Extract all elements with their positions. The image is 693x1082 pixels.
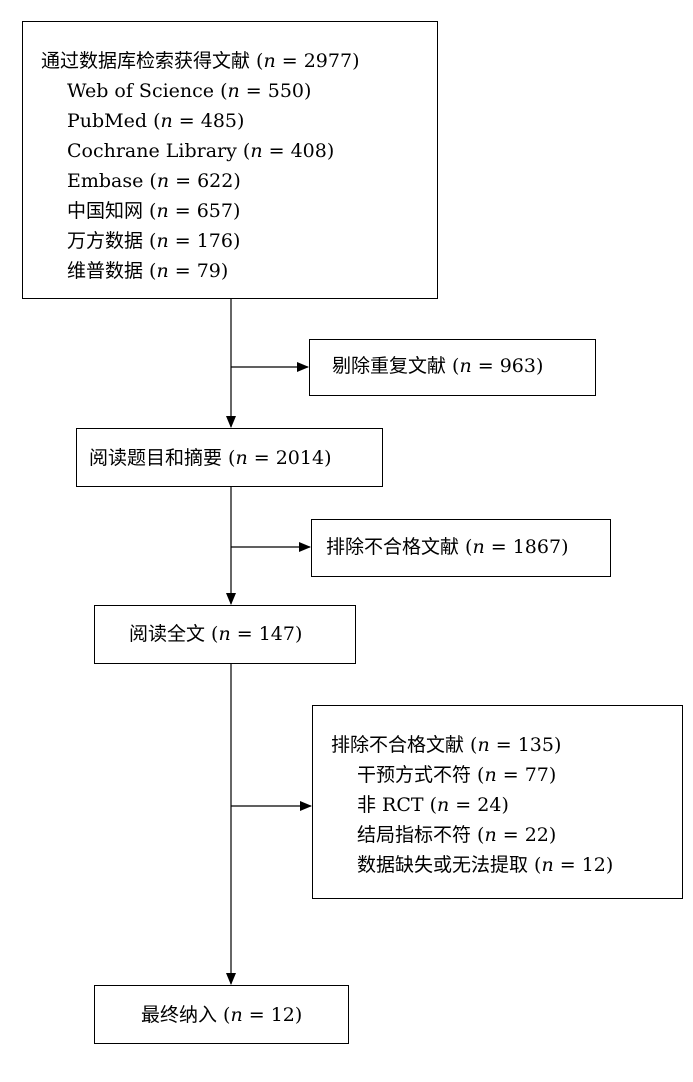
- database-item-vip: 维普数据 (n = 79): [67, 260, 229, 282]
- exclusion-reason-missing-data: 数据缺失或无法提取 (n = 12): [357, 854, 614, 876]
- database-item-cochrane: Cochrane Library (n = 408): [67, 140, 335, 162]
- database-item-cnki: 中国知网 (n = 657): [67, 200, 241, 222]
- excluded-fulltext-count: 135: [517, 734, 554, 756]
- included-label: 最终纳入: [141, 1004, 218, 1026]
- excluded-fulltext-box: 排除不合格文献 (n = 135) 干预方式不符 (n = 77) 非 RCT …: [312, 705, 683, 899]
- screening-box: 阅读题目和摘要 (n = 2014): [76, 428, 383, 487]
- excluded-screening-label: 排除不合格文献: [326, 536, 460, 558]
- included-box: 最终纳入 (n = 12): [94, 985, 349, 1044]
- duplicates-count: 963: [499, 355, 536, 377]
- exclusion-reason-non-rct: 非 RCT (n = 24): [357, 794, 509, 816]
- database-item-wanfang: 万方数据 (n = 176): [67, 230, 241, 252]
- search-title: 通过数据库检索获得文献: [41, 50, 251, 72]
- fulltext-count: 147: [258, 623, 295, 645]
- search-count: 2977: [303, 50, 353, 72]
- fulltext-box: 阅读全文 (n = 147): [94, 605, 356, 664]
- exclusion-reason-intervention: 干预方式不符 (n = 77): [357, 764, 557, 786]
- database-item-pubmed: PubMed (n = 485): [67, 110, 245, 132]
- excluded-fulltext-title-line: 排除不合格文献 (n = 135): [331, 734, 562, 756]
- screening-label: 阅读题目和摘要: [89, 447, 223, 469]
- excluded-fulltext-label: 排除不合格文献: [331, 734, 465, 756]
- duplicates-removed-box: 剔除重复文献 (n = 963): [309, 339, 596, 396]
- search-box: 通过数据库检索获得文献 (n = 2977) Web of Science (n…: [22, 21, 438, 299]
- search-title-line: 通过数据库检索获得文献 (n = 2977): [41, 50, 360, 72]
- fulltext-label: 阅读全文: [129, 623, 206, 645]
- database-item-embase: Embase (n = 622): [67, 170, 241, 192]
- database-item-web-of-science: Web of Science (n = 550): [67, 80, 312, 102]
- exclusion-reason-outcome: 结局指标不符 (n = 22): [357, 824, 557, 846]
- excluded-screening-box: 排除不合格文献 (n = 1867): [311, 519, 611, 577]
- screening-count: 2014: [275, 447, 325, 469]
- included-count: 12: [270, 1004, 295, 1026]
- duplicates-label: 剔除重复文献: [332, 355, 447, 377]
- excluded-screening-count: 1867: [512, 536, 562, 558]
